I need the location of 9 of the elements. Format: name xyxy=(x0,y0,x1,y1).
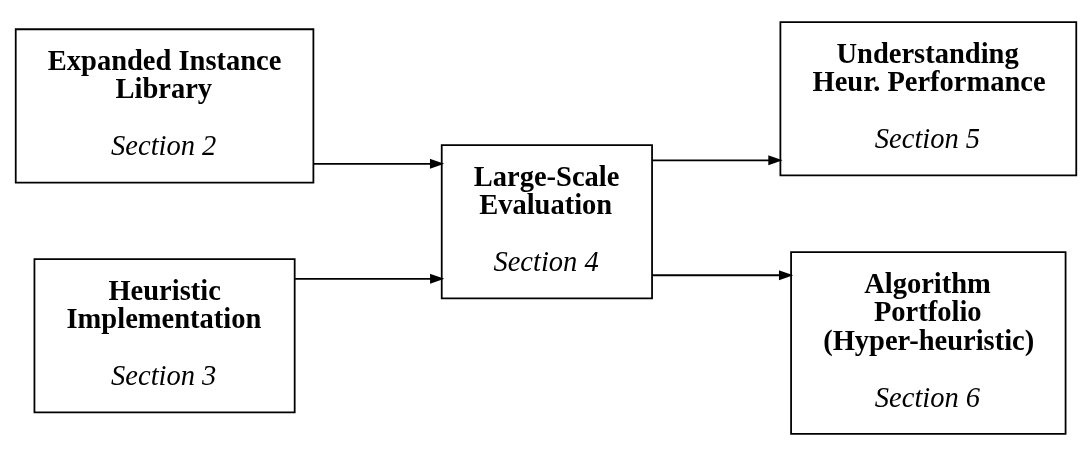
node-box: Large-Scale Evaluation Section 4 xyxy=(440,143,653,299)
node-box: Expanded Instance Library Section 2 xyxy=(14,27,315,183)
node-box: Algorithm Portfolio (Hyper-heuristic) Section 6 xyxy=(790,250,1067,435)
arrow xyxy=(651,154,783,165)
arrow xyxy=(294,273,445,284)
arrow xyxy=(312,158,445,169)
node-box: Heuristic Implementation Section 3 xyxy=(33,257,296,413)
node-box: Understanding Heur. Performance Section 5 xyxy=(779,20,1078,176)
arrow xyxy=(651,269,794,280)
